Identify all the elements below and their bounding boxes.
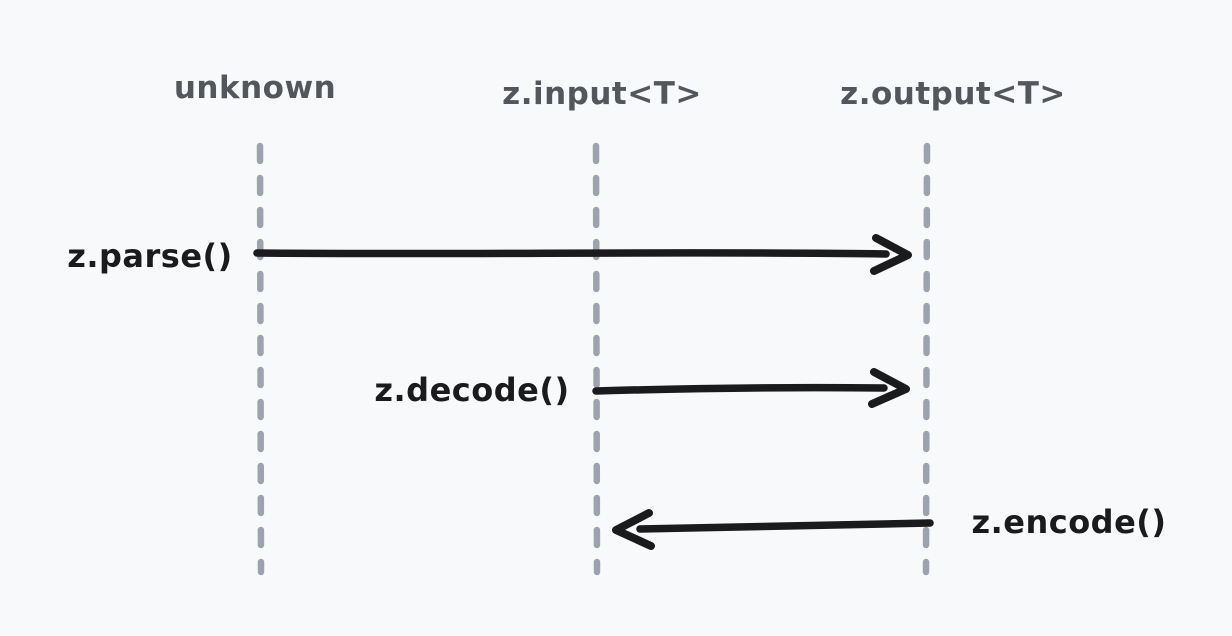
- lifeline-z-output: [922, 142, 931, 576]
- message-label-encode: z.encode(): [971, 503, 1167, 541]
- actor-label-unknown: unknown: [173, 70, 337, 106]
- lifeline-unknown: [256, 142, 265, 576]
- message-label-parse: z.parse(): [67, 237, 233, 275]
- actor-label-z-output: z.output<T>: [840, 76, 1066, 112]
- actor-label-z-input: z.input<T>: [502, 76, 702, 112]
- message-label-decode: z.decode(): [374, 371, 570, 409]
- arrow-decode: [592, 368, 910, 408]
- lifeline-z-input: [592, 142, 601, 576]
- arrow-parse: [253, 234, 912, 275]
- arrow-encode: [612, 509, 934, 550]
